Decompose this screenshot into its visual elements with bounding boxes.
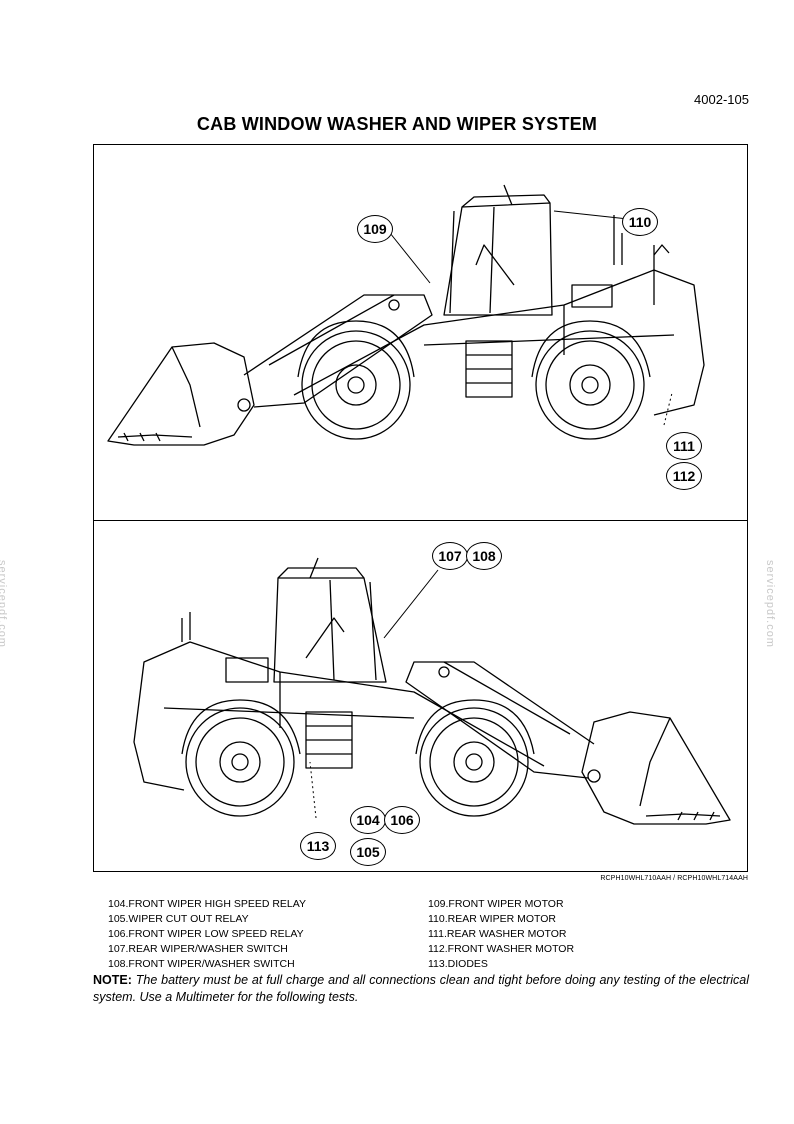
loader-illustration-top [94, 145, 747, 519]
legend-left: 104.FRONT WIPER HIGH SPEED RELAY 105.WIP… [108, 897, 306, 972]
callout-107: 107 [432, 542, 468, 570]
callout-112: 112 [666, 462, 702, 490]
figure-frame [93, 144, 748, 872]
note-text: The battery must be at full charge and a… [93, 973, 749, 1004]
legend-right: 109.FRONT WIPER MOTOR 110.REAR WIPER MOT… [428, 897, 574, 972]
legend-item: 113.DIODES [428, 958, 488, 970]
legend-item: 110.REAR WIPER MOTOR [428, 913, 556, 925]
watermark-right: servicepdf.com [764, 560, 776, 648]
legend-item: 106.FRONT WIPER LOW SPEED RELAY [108, 928, 304, 940]
figure-reference: RCPH10WHL710AAH / RCPH10WHL714AAH [600, 875, 748, 882]
callout-108: 108 [466, 542, 502, 570]
note-paragraph: NOTE: The battery must be at full charge… [93, 972, 749, 1006]
legend-item: 111.REAR WASHER MOTOR [428, 928, 567, 940]
callout-105: 105 [350, 838, 386, 866]
callout-106: 106 [384, 806, 420, 834]
watermark-left: servicepdf.com [0, 560, 8, 648]
callout-113: 113 [300, 832, 336, 860]
figure-divider [93, 520, 748, 521]
page-number: 4002-105 [694, 92, 749, 107]
legend-item: 109.FRONT WIPER MOTOR [428, 898, 564, 910]
legend-item: 104.FRONT WIPER HIGH SPEED RELAY [108, 898, 306, 910]
callout-104: 104 [350, 806, 386, 834]
callout-109: 109 [357, 215, 393, 243]
callout-111: 111 [666, 432, 702, 460]
loader-illustration-bottom [94, 522, 747, 870]
note-label: NOTE: [93, 973, 132, 987]
legend-item: 112.FRONT WASHER MOTOR [428, 943, 575, 955]
page-title: CAB WINDOW WASHER AND WIPER SYSTEM [196, 114, 598, 134]
callout-110: 110 [622, 208, 658, 236]
legend-item: 105.WIPER CUT OUT RELAY [108, 913, 249, 925]
legend-item: 108.FRONT WIPER/WASHER SWITCH [108, 958, 295, 970]
legend-item: 107.REAR WIPER/WASHER SWITCH [108, 943, 288, 955]
